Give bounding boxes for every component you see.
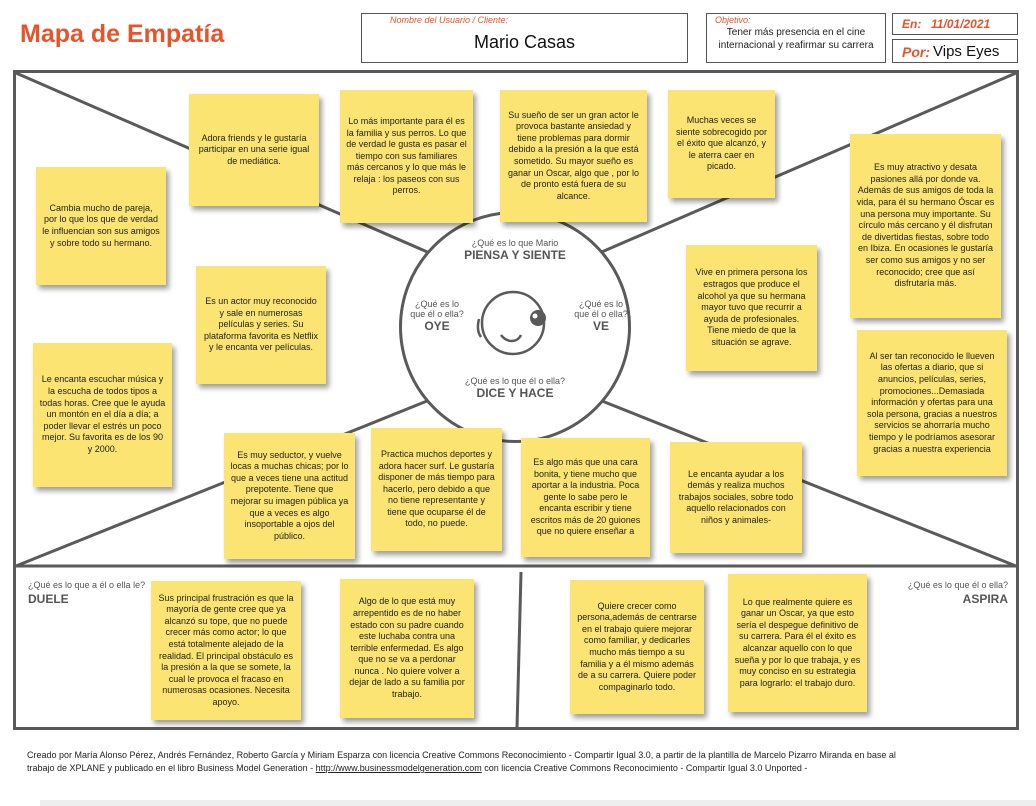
vertical-divider (515, 571, 523, 729)
author-label: Por: (902, 44, 930, 60)
ve-section: ¿Qué es lo que él o ella? VE (567, 299, 635, 333)
footer-line-1: Creado por María Alonso Pérez, Andrés Fe… (27, 750, 896, 760)
footer-line-2b: con licencia Creative Commons Reconocimi… (481, 763, 808, 773)
author-box: Por: Vips Eyes (892, 39, 1018, 63)
objective-box: Objetivo: Tener más presencia en el cine… (706, 13, 886, 63)
oye-question-1: ¿Qué es lo (414, 299, 460, 309)
ve-question-2: que él o ella? (574, 309, 628, 319)
sticky-note: Lo que realmente quiere es ganar un Osca… (728, 574, 867, 712)
sticky-note: Es muy seductor, y vuelve locas a muchas… (224, 433, 355, 559)
sticky-note-text: Es muy atractivo y desata pasiones allá … (856, 162, 995, 289)
diagonal-top-right (596, 71, 1017, 256)
user-name-label: Nombre del Usuario / Cliente: (390, 15, 509, 25)
piensa-section: ¿Qué es lo que Mario PIENSA Y SIENTE (440, 238, 590, 262)
ve-question-1: ¿Qué es lo (578, 299, 624, 309)
duele-title: DUELE (28, 592, 69, 606)
user-name-value: Mario Casas (473, 32, 576, 52)
piensa-title: PIENSA Y SIENTE (464, 248, 566, 262)
aspira-title: ASPIRA (962, 592, 1008, 606)
aspira-section: ¿Qué es lo que él o ella? ASPIRA (890, 580, 1008, 606)
oye-title: OYE (424, 319, 450, 333)
sticky-note: Es algo más que una cara bonita, y tiene… (521, 438, 650, 557)
footer-link[interactable]: http://www.businessmodelgeneration.com (315, 763, 482, 773)
sticky-note-text: Adora friends y le gustaría participar e… (198, 132, 310, 166)
sticky-note-text: Su sueño de ser un gran actor le provoca… (507, 109, 640, 201)
sticky-note-text: Muchas veces se siente sobrecogido por e… (675, 115, 768, 172)
sticky-note: Practica muchos deportes y adora hacer s… (371, 428, 502, 551)
sticky-note: Es un actor muy reconocido y sale en num… (196, 266, 326, 384)
sticky-note-text: Quiere crecer como persona,además de cen… (577, 600, 697, 692)
diagonal-bottom-right (596, 397, 1017, 568)
sticky-note: Sus principal frustración es que la mayo… (151, 581, 301, 720)
sticky-note: Vive en primera persona los estragos que… (686, 245, 817, 371)
duele-section: ¿Qué es lo que a él o ella le? DUELE (28, 580, 145, 606)
sticky-note: Le encanta ayudar a los demás y realiza … (670, 442, 802, 553)
sticky-note-text: Lo más importante para él es la familia … (346, 115, 467, 196)
sticky-note: Quiere crecer como persona,además de cen… (570, 580, 704, 714)
sticky-note-text: Practica muchos deportes y adora hacer s… (378, 448, 495, 529)
dice-title: DICE Y HACE (476, 386, 554, 400)
objective-value: Tener más presencia en el cine internaci… (718, 27, 874, 51)
center-circle (399, 211, 631, 443)
sticky-note-text: Vive en primera persona los estragos que… (695, 267, 808, 347)
sticky-note-text: Es muy seductor, y vuelve locas a muchas… (230, 449, 349, 541)
map-frame (13, 70, 1019, 730)
oye-section: ¿Qué es lo que él o ella? OYE (403, 299, 471, 333)
objective-label: Objetivo: (715, 15, 751, 25)
footer-line-2a: trabajo de XPLANE y publicado en el libr… (27, 763, 316, 773)
sticky-note-text: Al ser tan reconocido le llueven las ofe… (866, 350, 998, 454)
aspira-question: ¿Qué es lo que él o ella? (907, 580, 1008, 590)
sticky-note-text: Sus principal frustración es que la mayo… (158, 592, 294, 707)
sticky-note: Muchas veces se siente sobrecogido por e… (668, 90, 775, 198)
dice-question: ¿Qué es lo que él o ella? (464, 376, 566, 386)
sticky-note: Cambia mucho de pareja, por lo que los q… (36, 167, 166, 285)
duele-question: ¿Qué es lo que a él o ella le? (28, 580, 146, 590)
sticky-note-text: Le encanta ayudar a los demás y realiza … (678, 468, 794, 525)
author-value: Vips Eyes (933, 43, 1000, 60)
date-label: En: (902, 17, 922, 31)
sticky-note-text: Es un actor muy reconocido y sale en num… (203, 296, 319, 353)
date-box: En: 11/01/2021 (892, 13, 1018, 35)
sticky-note: Le encanta escuchar música y la escucha … (33, 343, 172, 487)
sticky-note: Es muy atractivo y desata pasiones allá … (850, 134, 1001, 318)
sticky-note-text: Es algo más que una cara bonita, y tiene… (530, 456, 641, 537)
sticky-note: Al ser tan reconocido le llueven las ofe… (857, 330, 1007, 476)
sticky-note: Adora friends y le gustaría participar e… (189, 94, 319, 206)
sticky-note: Su sueño de ser un gran actor le provoca… (500, 90, 647, 222)
piensa-question: ¿Qué es lo que Mario (471, 238, 559, 248)
page-title: Mapa de Empatía (20, 20, 225, 48)
sticky-note: Algo de lo que está muy arrepentido es d… (340, 579, 474, 718)
sticky-note-text: Le encanta escuchar música y la escucha … (39, 374, 166, 454)
bottom-scrollbar[interactable] (40, 800, 1036, 806)
footer-credits: Creado por María Alonso Pérez, Andrés Fe… (27, 749, 1017, 775)
ve-title: VE (592, 319, 609, 333)
head-icon (476, 290, 546, 356)
sticky-note-text: Lo que realmente quiere es ganar un Osca… (734, 596, 861, 688)
sticky-note: Lo más importante para él es la familia … (340, 90, 473, 223)
oye-question-2: que él o ella? (410, 309, 464, 319)
user-name-box: Nombre del Usuario / Cliente: Mario Casa… (361, 13, 688, 63)
date-value: 11/01/2021 (931, 17, 991, 31)
dice-section: ¿Qué es lo que él o ella? DICE Y HACE (440, 376, 590, 400)
sticky-note-text: Algo de lo que está muy arrepentido es d… (349, 596, 465, 700)
sticky-note-text: Cambia mucho de pareja, por lo que los q… (42, 202, 160, 248)
